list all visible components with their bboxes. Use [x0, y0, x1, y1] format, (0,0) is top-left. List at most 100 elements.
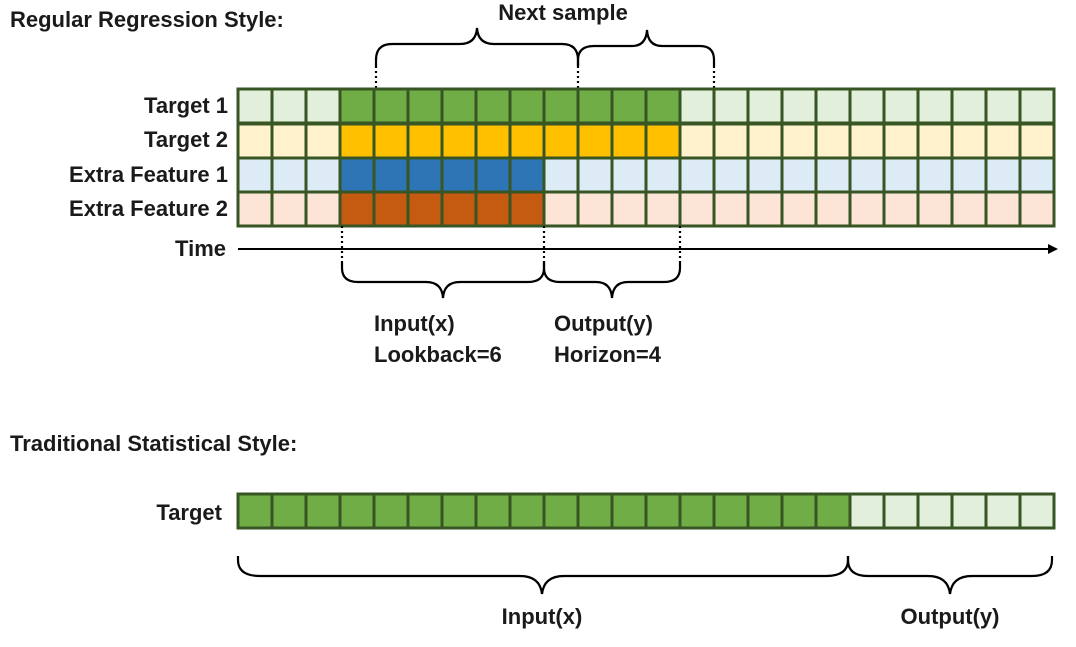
grid-cell: [474, 190, 512, 228]
time-label: Time: [175, 236, 226, 261]
grid-cell: [610, 122, 648, 160]
grid-cell: [338, 492, 376, 530]
grid-cell: [474, 492, 512, 530]
grid-cell: [440, 492, 478, 530]
row-label-target: Target: [156, 500, 222, 525]
grid-cell: [338, 87, 376, 125]
grid-cell: [304, 122, 342, 160]
grid-cell: [236, 87, 274, 125]
grid-cell: [406, 87, 444, 125]
grid-cell: [508, 492, 546, 530]
grid-cell: [644, 492, 682, 530]
grid-cell: [950, 492, 988, 530]
grid-cell: [882, 190, 920, 228]
grid-cell: [406, 190, 444, 228]
grid-cell: [508, 87, 546, 125]
grid-cell: [474, 156, 512, 194]
grid-cell: [814, 156, 852, 194]
grid-cell: [984, 156, 1022, 194]
grid-cell: [576, 87, 614, 125]
grid-cell: [304, 190, 342, 228]
grid-cell: [814, 122, 852, 160]
grid-cell: [644, 122, 682, 160]
grid-cell: [236, 156, 274, 194]
grid-cell: [916, 190, 954, 228]
row-label-extra-feature-1: Extra Feature 1: [69, 162, 228, 187]
output-label: Output(y): [554, 311, 653, 336]
grid-cell: [610, 492, 648, 530]
grid-cell: [950, 156, 988, 194]
grid-cell: [916, 492, 954, 530]
grid-cell: [746, 156, 784, 194]
row-label-extra-feature-2: Extra Feature 2: [69, 196, 228, 221]
grid-cell: [338, 122, 376, 160]
grid-cell: [746, 122, 784, 160]
grid-cell: [542, 156, 580, 194]
input-brace: [340, 262, 546, 299]
grid-cell: [746, 87, 784, 125]
grid-cell: [780, 190, 818, 228]
grid-cell: [440, 190, 478, 228]
statistical-grid: [236, 492, 1056, 530]
output-brace: [542, 262, 682, 299]
bottom-input-label: Input(x): [502, 604, 583, 629]
grid-cell: [372, 122, 410, 160]
grid-cell: [678, 156, 716, 194]
grid-cell: [1018, 87, 1056, 125]
grid-cell: [508, 156, 546, 194]
grid-cell: [848, 156, 886, 194]
grid-cell: [678, 190, 716, 228]
next-sample-brace-output: [576, 29, 716, 66]
grid-cell: [780, 492, 818, 530]
regular-regression-title: Regular Regression Style:: [10, 7, 284, 32]
grid-cell: [440, 156, 478, 194]
grid-cell: [984, 492, 1022, 530]
grid-cell: [236, 190, 274, 228]
traditional-statistical-title: Traditional Statistical Style:: [10, 431, 297, 456]
grid-cell: [304, 156, 342, 194]
grid-cell: [1018, 492, 1056, 530]
grid-cell: [678, 122, 716, 160]
grid-cell: [984, 87, 1022, 125]
grid-cell: [576, 156, 614, 194]
row-label-target-2: Target 2: [144, 127, 228, 152]
grid-cell: [848, 492, 886, 530]
grid-cell: [576, 190, 614, 228]
grid-cell: [304, 87, 342, 125]
grid-cell: [372, 87, 410, 125]
grid-cell: [372, 492, 410, 530]
grid-cell: [542, 492, 580, 530]
grid-cell: [542, 190, 580, 228]
grid-cell: [882, 492, 920, 530]
bottom-output-brace: [846, 556, 1054, 595]
grid-cell: [848, 87, 886, 125]
grid-cell: [882, 156, 920, 194]
grid-cell: [916, 87, 954, 125]
grid-cell: [780, 122, 818, 160]
grid-cell: [984, 190, 1022, 228]
grid-cell: [440, 87, 478, 125]
grid-cell: [712, 122, 750, 160]
bottom-input-brace: [236, 556, 850, 595]
grid-cell: [746, 190, 784, 228]
grid-cell: [678, 492, 716, 530]
grid-cell: [848, 122, 886, 160]
grid-cell: [270, 492, 308, 530]
next-sample-label: Next sample: [498, 0, 628, 25]
grid-cell: [508, 190, 546, 228]
grid-cell: [814, 87, 852, 125]
grid-cell: [542, 87, 580, 125]
grid-cell: [304, 492, 342, 530]
grid-cell: [236, 122, 274, 160]
grid-cell: [780, 87, 818, 125]
grid-cell: [610, 156, 648, 194]
grid-cell: [236, 492, 274, 530]
grid-cell: [1018, 190, 1056, 228]
grid-cell: [610, 87, 648, 125]
row-label-target-1: Target 1: [144, 93, 228, 118]
grid-cell: [712, 87, 750, 125]
grid-cell: [270, 190, 308, 228]
grid-cell: [270, 87, 308, 125]
grid-cell: [372, 190, 410, 228]
